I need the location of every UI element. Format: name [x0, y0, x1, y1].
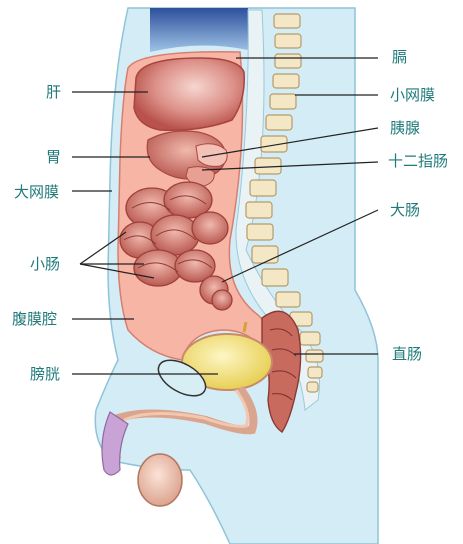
label-pancreas: 胰腺 [390, 119, 420, 137]
ureter [244, 322, 246, 332]
thorax-shade [150, 8, 248, 52]
label-liver: 肝 [46, 83, 61, 101]
testis-shape [138, 454, 182, 506]
liver-shape [134, 58, 244, 130]
label-greater-omentum: 大网膜 [14, 183, 59, 201]
label-stomach: 胃 [46, 148, 61, 166]
label-duodenum: 十二指肠 [388, 152, 448, 170]
label-peritoneal-cavity: 腹膜腔 [12, 310, 57, 328]
label-bladder: 膀胱 [30, 365, 60, 383]
label-rectum: 直肠 [392, 345, 422, 363]
label-large-intestine: 大肠 [390, 201, 420, 219]
label-lesser-omentum: 小网膜 [390, 86, 435, 104]
label-diaphragm: 膈 [392, 48, 407, 66]
label-small-intestine: 小肠 [30, 255, 60, 273]
